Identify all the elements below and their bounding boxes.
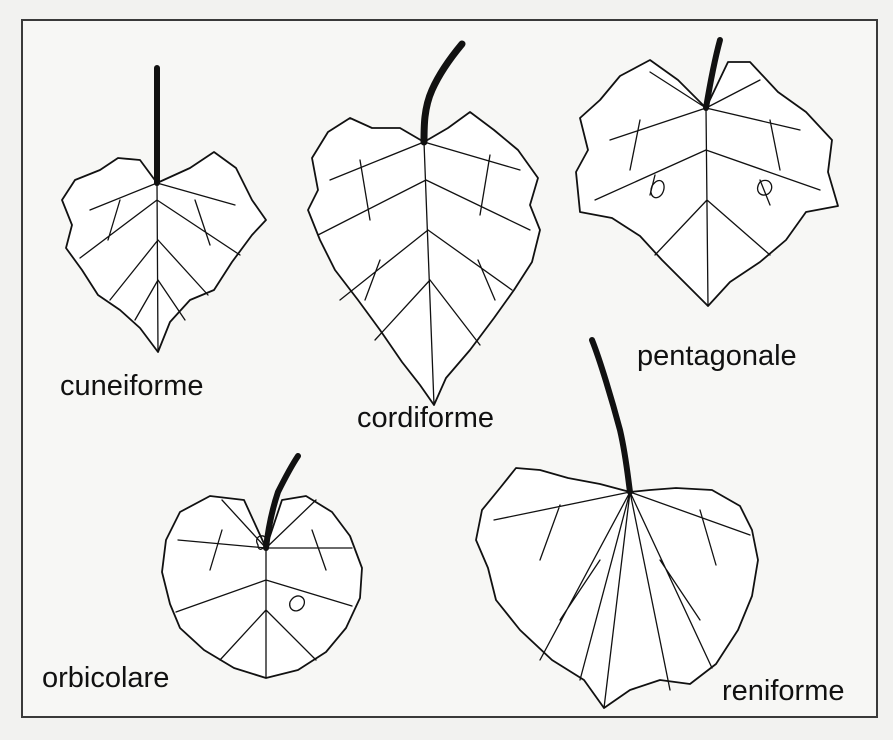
label-cuneiforme: cuneiforme [60,372,203,401]
label-orbicolare: orbicolare [42,664,169,693]
cordiforme-leaf-icon [308,44,540,405]
label-reniforme: reniforme [722,677,845,706]
label-cordiforme: cordiforme [357,404,494,433]
cuneiforme-leaf-icon [62,68,266,352]
orbicolare-leaf-icon [162,456,362,678]
reniforme-leaf-icon [476,340,758,708]
pentagonale-leaf-icon [576,40,838,306]
label-pentagonale: pentagonale [637,342,797,371]
